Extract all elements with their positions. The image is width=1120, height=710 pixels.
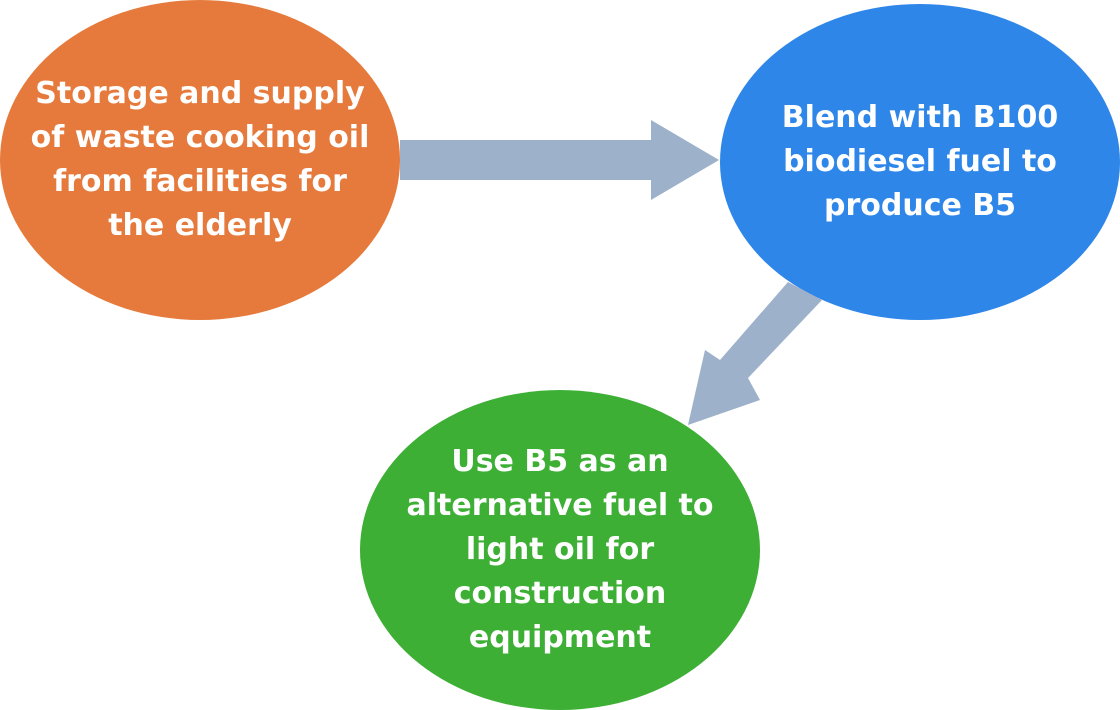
node-text-line: of waste cooking oil [30,120,370,155]
node-collect: Storage and supply of waste cooking oil … [0,0,400,320]
node-text-line: construction [453,576,667,611]
arrow-collect-to-blend [400,120,719,200]
node-text-line: Blend with B100 [781,100,1059,135]
node-use-shape [360,390,760,710]
node-use: Use B5 as an alternative fuel to light o… [360,390,760,710]
node-blend-shape [720,4,1120,320]
arrow-blend-to-use [688,282,822,425]
node-text-line: from facilities for [53,164,347,199]
node-text-line: equipment [468,620,652,655]
node-text-line: biodiesel fuel to [783,144,1057,179]
node-text-line: light oil for [465,532,655,567]
node-text-line: alternative fuel to [406,488,714,523]
node-text-line: Storage and supply [35,76,365,111]
node-text-line: produce B5 [823,188,1017,223]
node-blend: Blend with B100 biodiesel fuel to produc… [720,4,1120,320]
node-text-line: Use B5 as an [451,444,669,479]
node-text-line: the elderly [108,208,292,243]
node-collect-shape [0,0,400,320]
